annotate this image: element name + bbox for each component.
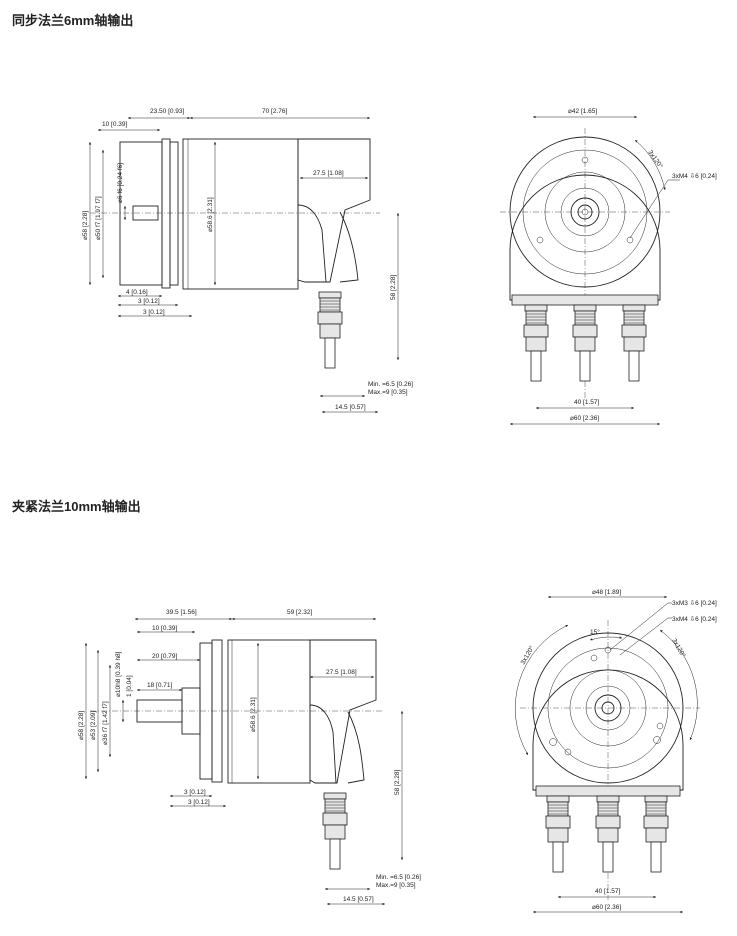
s1-dim-d6f6: ⌀6 f6 [0.24 f6]	[117, 163, 124, 203]
s2-dim-d10h8: ⌀10h8 [0.39 h8]	[115, 651, 122, 697]
s1-dim-70: 70 [2.76]	[262, 108, 287, 115]
s2-dim-d36f7: ⌀36 f7 [1.42 f7]	[102, 701, 109, 745]
s1-dim-58-right: 58 [2.28]	[390, 275, 397, 300]
s2-dim-d53: ⌀53 [2.09]	[90, 711, 97, 740]
s1-dim-14-5: 14.5 [0.57]	[335, 404, 366, 411]
section-1-side-view: 23.50 [0.93] 70 [2.76] 10 [0.39] 27.5 [1…	[82, 108, 413, 414]
s2-dim-3b: 3 [0.12]	[188, 799, 210, 806]
s2-dim-d48: ⌀48 [1.89]	[592, 589, 621, 596]
s2-dim-holes-m3: 3xM3 ⇩6 [0.24]	[672, 599, 717, 607]
s2-dim-58-right: 58 [2.28]	[394, 770, 401, 795]
s1-dim-max: Max.=9 [0.35]	[368, 389, 408, 396]
s1-dim-angle: 3x120°	[646, 149, 664, 171]
s2-dim-d58: ⌀58 [2.28]	[78, 711, 85, 740]
s1-dim-3b: 3 [0.12]	[143, 309, 165, 316]
s2-dim-10: 10 [0.39]	[152, 625, 177, 632]
s1-dim-d58-6: ⌀58.6 [2.31]	[207, 197, 214, 232]
s1-dim-10: 10 [0.39]	[102, 121, 127, 128]
s2-dim-14-5: 14.5 [0.57]	[343, 896, 374, 903]
section-2-side-view: 39.5 [1.56] 59 [2.32] 10 [0.39] 20 [0.79…	[78, 609, 421, 906]
section-2-title: 夹紧法兰10mm轴输出	[12, 499, 141, 514]
s2-dim-max: Max.=9 [0.35]	[376, 882, 416, 889]
s1-dim-27-5: 27.5 [1.08]	[313, 170, 344, 177]
s2-dim-holes-m4: 3xM4 ⇩6 [0.24]	[672, 615, 717, 623]
s1-dim-3a: 3 [0.12]	[138, 298, 160, 305]
s1-dim-min: Min. =6.5 [0.26]	[368, 381, 413, 388]
section-2-front-view: ⌀48 [1.89] 3xM3 ⇩6 [0.24] 3xM4 ⇩6 [0.24]…	[515, 589, 717, 914]
s2-dim-angle-right: 3x120°	[670, 637, 687, 659]
s2-dim-59: 59 [2.32]	[287, 609, 312, 616]
s2-dim-27-5: 27.5 [1.08]	[326, 669, 357, 676]
s2-dim-d58-6: ⌀58.6 [2.31]	[250, 697, 257, 732]
s2-dim-20: 20 [0.79]	[152, 653, 177, 660]
s1-dim-40: 40 [1.57]	[574, 399, 599, 406]
s1-dim-d42: ⌀42 [1.65]	[568, 108, 597, 115]
s1-dim-d60: ⌀60 [2.36]	[570, 415, 599, 422]
s2-dim-d60: ⌀60 [2.36]	[592, 904, 621, 911]
s2-dim-18: 18 [0.71]	[147, 682, 172, 689]
s1-dim-23-50: 23.50 [0.93]	[150, 108, 185, 115]
s1-dim-4: 4 [0.16]	[126, 289, 148, 296]
section-1-title: 同步法兰6mm轴输出	[12, 13, 134, 28]
s2-dim-min: Min. =6.5 [0.26]	[376, 874, 421, 881]
s1-dim-d50f7: ⌀50 f7 [1.97 f7]	[95, 196, 102, 240]
s2-dim-1: 1 [0.04]	[126, 675, 133, 697]
s2-dim-angle-left: 3x120°	[519, 644, 536, 666]
s2-dim-3a: 3 [0.12]	[184, 789, 206, 796]
s2-dim-angle-15: 15°	[590, 628, 600, 636]
s1-dim-holes: 3xM4 ⇩6 [0.24]	[672, 172, 717, 180]
s2-dim-40: 40 [1.57]	[595, 888, 620, 895]
section-1-front-view: ⌀42 [1.65] 3x120° 3xM4 ⇩6 [0.24] 40 [1.5…	[500, 108, 717, 426]
s2-dim-39-5: 39.5 [1.56]	[166, 609, 197, 616]
s1-dim-d58: ⌀58 [2.28]	[82, 211, 89, 240]
